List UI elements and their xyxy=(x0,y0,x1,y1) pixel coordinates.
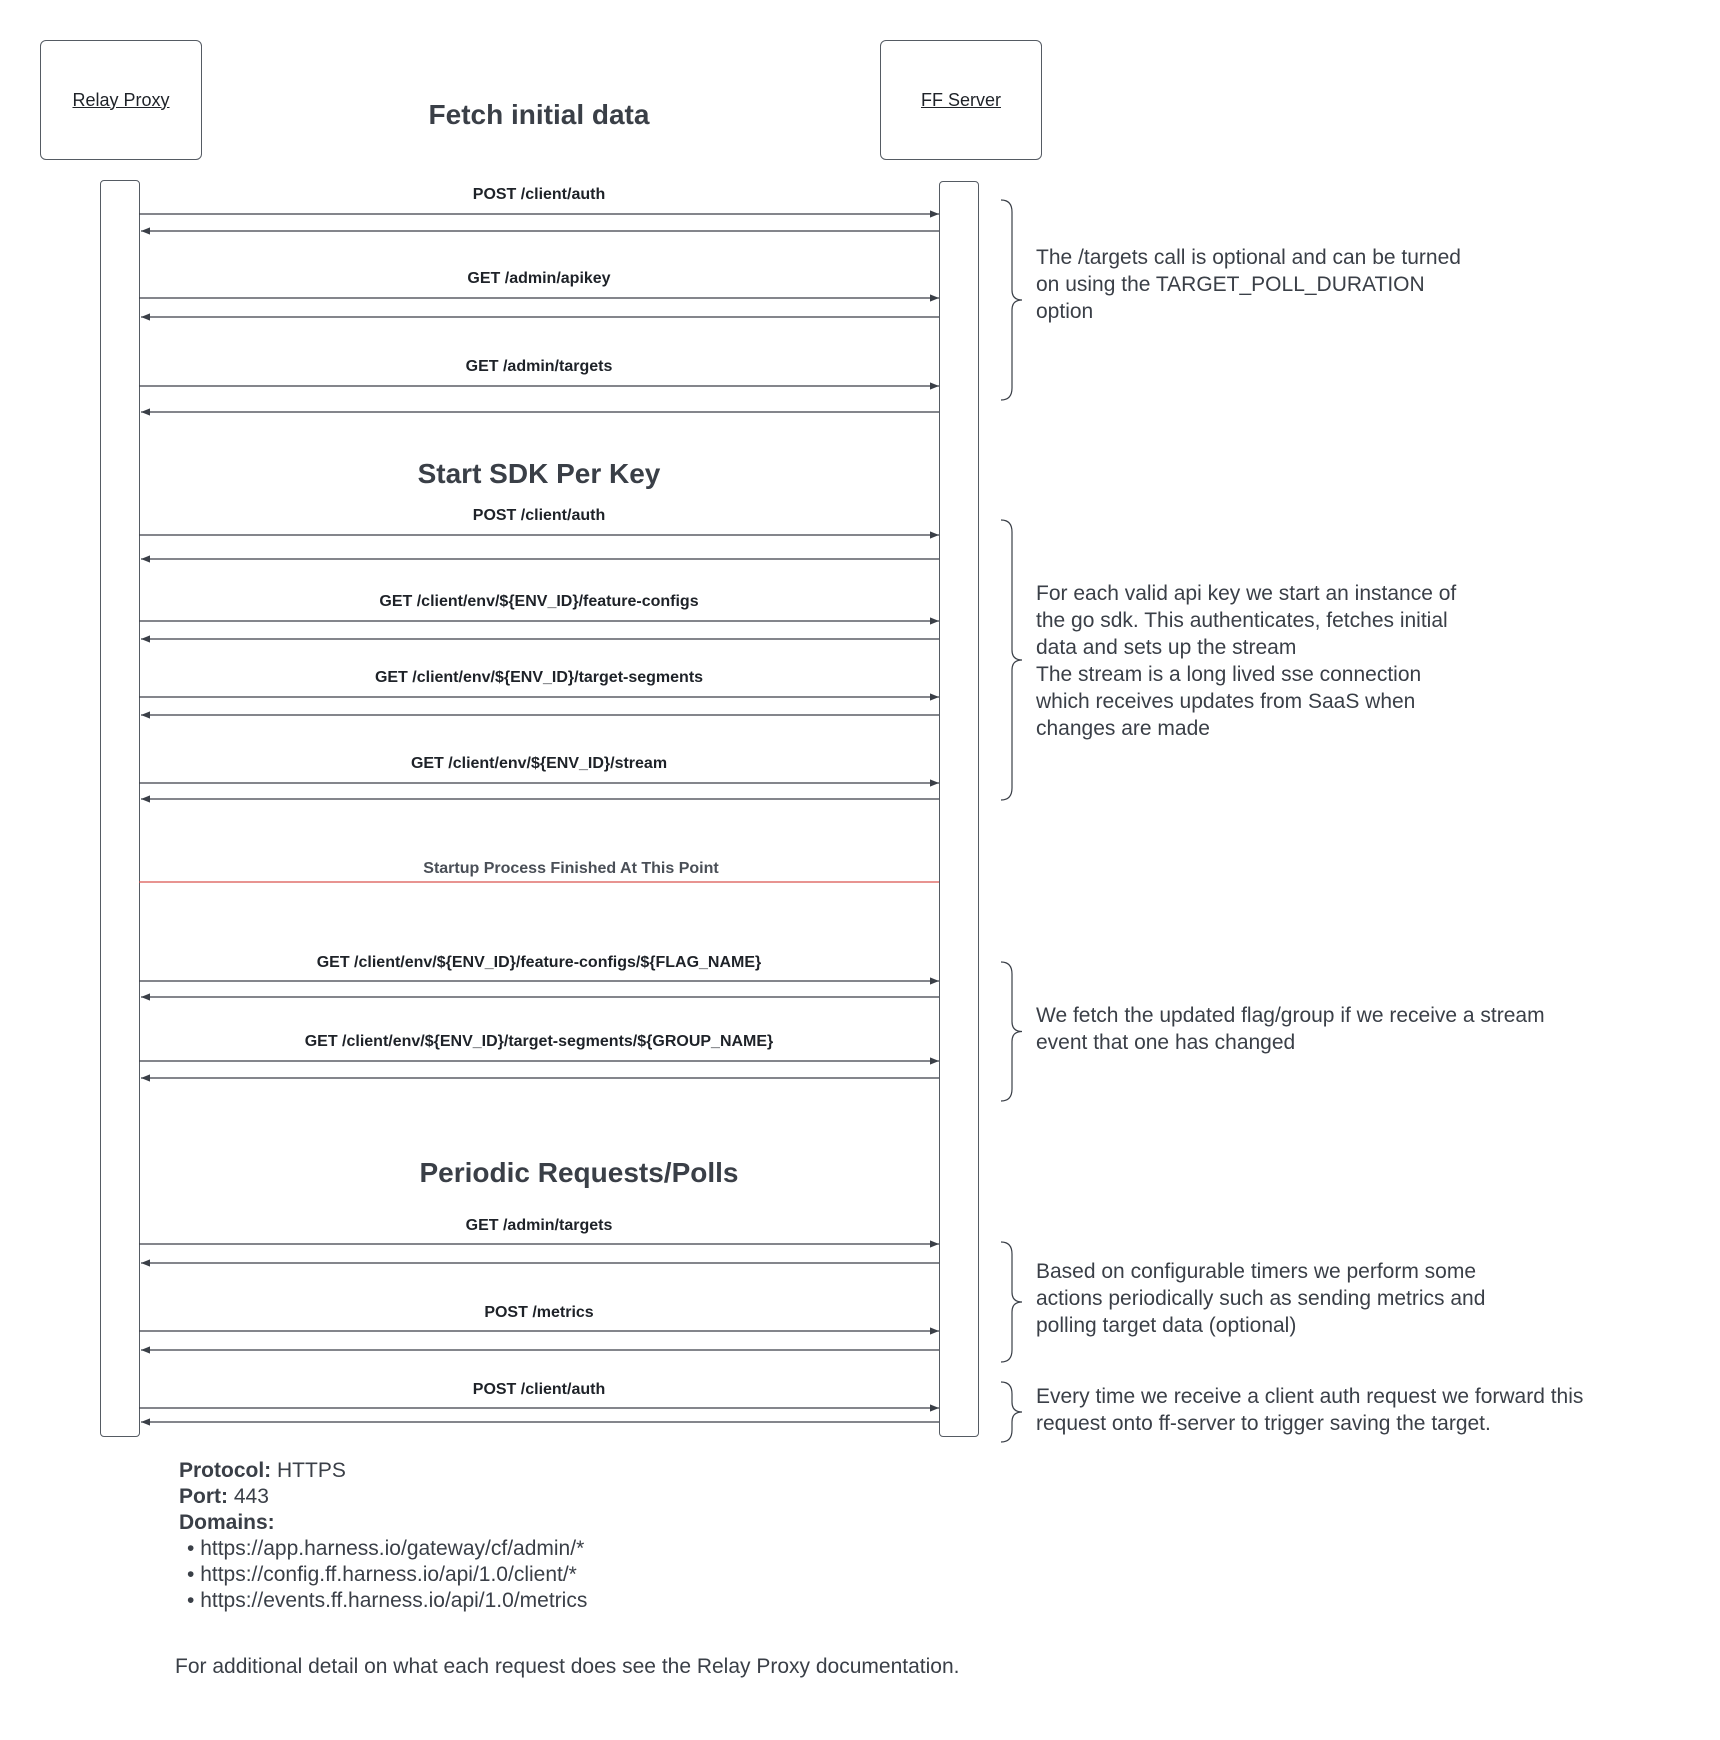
message-label: GET /client/env/${ENV_ID}/target-segment… xyxy=(304,1033,774,1050)
note-start-sdk: For each valid api key we start an insta… xyxy=(1036,580,1676,742)
note-line: the go sdk. This authenticates, fetches … xyxy=(1036,609,1448,632)
note-line: actions periodically such as sending met… xyxy=(1036,1287,1486,1310)
curly-brace xyxy=(1000,1381,1023,1443)
domain-url: https://config.ff.harness.io/api/1.0/cli… xyxy=(200,1563,577,1586)
note-line: option xyxy=(1036,300,1094,323)
note-fetch-updated: We fetch the updated flag/group if we re… xyxy=(1036,1002,1676,1056)
curly-brace xyxy=(1000,519,1023,801)
note-periodic: Based on configurable timers we perform … xyxy=(1036,1258,1676,1339)
participant-ff-server-label: FF Server xyxy=(920,89,1001,110)
domain-item: • https://events.ff.harness.io/api/1.0/m… xyxy=(187,1589,588,1612)
note-line: changes are made xyxy=(1036,717,1210,740)
note-targets-optional: The /targets call is optional and can be… xyxy=(1036,244,1676,325)
note-line: data and sets up the stream xyxy=(1036,636,1297,659)
domain-url: https://app.harness.io/gateway/cf/admin/… xyxy=(200,1537,585,1560)
note-line: on using the TARGET_POLL_DURATION xyxy=(1036,273,1425,296)
port-line: Port: 443 xyxy=(179,1484,587,1510)
participant-relay-proxy-label: Relay Proxy xyxy=(72,89,170,110)
note-line: polling target data (optional) xyxy=(1036,1314,1297,1337)
message-label: POST /client/auth xyxy=(472,1381,606,1398)
startup-finished-label: Startup Process Finished At This Point xyxy=(423,860,719,877)
protocol-line: Protocol: HTTPS xyxy=(179,1458,587,1484)
message-label: GET /client/env/${ENV_ID}/stream xyxy=(410,755,668,772)
participant-ff-server: FF Server xyxy=(880,40,1042,160)
curly-brace xyxy=(1000,199,1023,401)
note-line: The stream is a long lived sse connectio… xyxy=(1036,663,1422,686)
message-label: GET /client/env/${ENV_ID}/feature-config… xyxy=(316,954,762,971)
curly-brace xyxy=(1000,1241,1023,1363)
lifeline-relay-proxy xyxy=(100,180,140,1437)
domain-item: • https://app.harness.io/gateway/cf/admi… xyxy=(187,1537,585,1560)
section-title-fetch-initial-data: Fetch initial data xyxy=(428,99,650,130)
section-title-start-sdk: Start SDK Per Key xyxy=(417,458,661,489)
domains-line: Domains: xyxy=(179,1510,587,1536)
lifeline-ff-server xyxy=(939,181,979,1437)
domains-label: Domains: xyxy=(179,1511,275,1534)
protocol-label: Protocol: xyxy=(179,1459,272,1482)
curly-brace xyxy=(1000,961,1023,1102)
message-label: GET /admin/targets xyxy=(465,1217,613,1234)
note-line: Every time we receive a client auth requ… xyxy=(1036,1385,1584,1408)
domain-item: • https://config.ff.harness.io/api/1.0/c… xyxy=(187,1563,577,1586)
domain-url: https://events.ff.harness.io/api/1.0/met… xyxy=(200,1589,588,1612)
note-line: Based on configurable timers we perform … xyxy=(1036,1260,1477,1283)
port-value: 443 xyxy=(228,1485,269,1508)
protocol-value: HTTPS xyxy=(271,1459,346,1482)
message-label: POST /client/auth xyxy=(472,186,606,203)
message-label: GET /client/env/${ENV_ID}/feature-config… xyxy=(379,593,699,610)
note-client-auth-forward: Every time we receive a client auth requ… xyxy=(1036,1383,1676,1437)
message-label: GET /client/env/${ENV_ID}/target-segment… xyxy=(374,669,704,686)
participant-relay-proxy: Relay Proxy xyxy=(40,40,202,160)
note-line: request onto ff-server to trigger saving… xyxy=(1036,1412,1491,1435)
note-line: event that one has changed xyxy=(1036,1031,1296,1054)
message-label: GET /admin/apikey xyxy=(467,270,611,287)
footer-note: For additional detail on what each reque… xyxy=(175,1655,960,1678)
message-label: POST /client/auth xyxy=(472,507,606,524)
note-line: The /targets call is optional and can be… xyxy=(1036,246,1461,269)
note-line: which receives updates from SaaS when xyxy=(1036,690,1416,713)
port-label: Port: xyxy=(179,1485,228,1508)
note-line: For each valid api key we start an insta… xyxy=(1036,582,1457,605)
connection-info: Protocol: HTTPS Port: 443 Domains: • htt… xyxy=(179,1458,587,1614)
note-line: We fetch the updated flag/group if we re… xyxy=(1036,1004,1545,1027)
section-title-periodic-requests: Periodic Requests/Polls xyxy=(419,1157,739,1188)
message-label: POST /metrics xyxy=(484,1304,594,1321)
message-label: GET /admin/targets xyxy=(465,358,613,375)
